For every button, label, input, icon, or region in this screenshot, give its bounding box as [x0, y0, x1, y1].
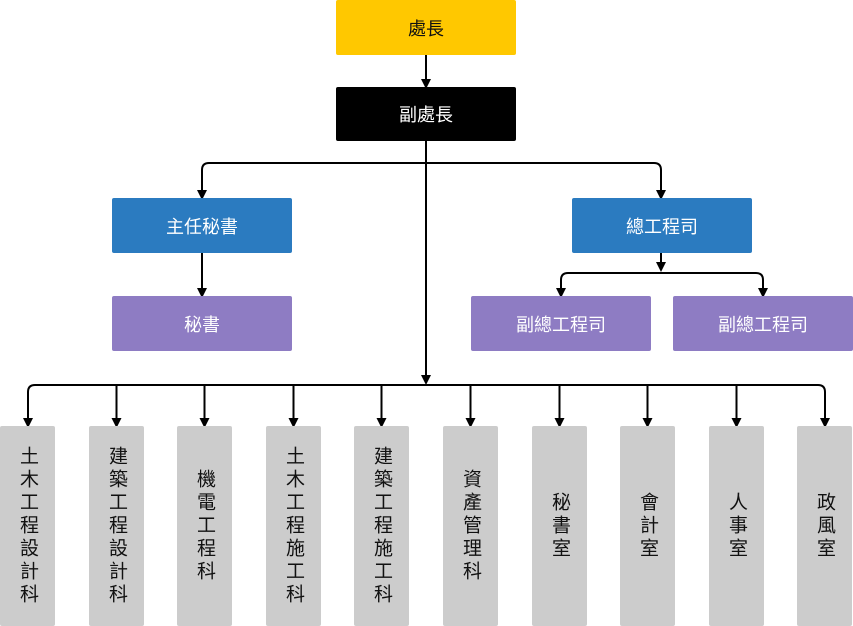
department-label: 土木工程施工科 — [283, 445, 305, 607]
department-box: 土木工程設計科 — [0, 426, 55, 626]
chief-engineer-box: 總工程司 — [572, 198, 752, 253]
department-label: 人事室 — [726, 491, 748, 561]
department-label: 建築工程施工科 — [371, 445, 393, 607]
department-box: 資產管理科 — [443, 426, 498, 626]
department-box: 人事室 — [709, 426, 764, 626]
department-label: 土木工程設計科 — [17, 445, 39, 607]
director-label: 處長 — [408, 18, 444, 40]
department-box: 政風室 — [797, 426, 852, 626]
department-box: 土木工程施工科 — [266, 426, 321, 626]
deputy-director-box: 副處長 — [336, 87, 516, 141]
department-label: 機電工程科 — [194, 468, 216, 584]
chief-secretary-label: 主任秘書 — [166, 216, 238, 238]
chief-secretary-box: 主任秘書 — [112, 198, 292, 253]
deputy-chief-engineer-label-1: 副總工程司 — [516, 314, 606, 336]
secretary-label: 秘書 — [184, 314, 220, 336]
deputy-chief-engineer-label-2: 副總工程司 — [718, 314, 808, 336]
department-box: 機電工程科 — [177, 426, 232, 626]
deputy-director-label: 副處長 — [399, 105, 453, 126]
department-box: 秘書室 — [532, 426, 587, 626]
deputy-chief-engineer-box-1: 副總工程司 — [471, 296, 651, 351]
department-label: 資產管理科 — [460, 468, 482, 584]
department-box: 建築工程設計科 — [89, 426, 144, 626]
department-label: 會計室 — [637, 491, 659, 561]
department-label: 秘書室 — [549, 491, 571, 561]
department-label: 政風室 — [814, 491, 836, 561]
deputy-chief-engineer-box-2: 副總工程司 — [673, 296, 853, 351]
director-box: 處長 — [336, 0, 516, 55]
chief-engineer-label: 總工程司 — [626, 216, 698, 238]
secretary-box: 秘書 — [112, 296, 292, 351]
department-box: 會計室 — [620, 426, 675, 626]
department-label: 建築工程設計科 — [106, 445, 128, 607]
department-box: 建築工程施工科 — [354, 426, 409, 626]
